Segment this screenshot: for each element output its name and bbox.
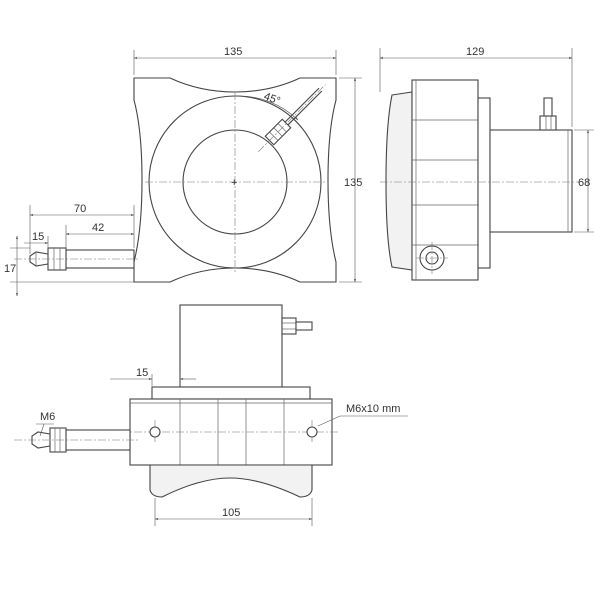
bottom-hole-left bbox=[149, 426, 161, 438]
dim-cable-nut-label: 15 bbox=[32, 231, 44, 243]
side-fitting bbox=[539, 97, 557, 131]
bottom-flange bbox=[151, 386, 311, 400]
dim-bottom-offset-label: 15 bbox=[136, 367, 148, 379]
front-view: + 45° 135 135 bbox=[4, 46, 362, 297]
dim-top-width-label: 135 bbox=[224, 46, 242, 58]
bottom-fitting bbox=[281, 317, 313, 335]
dim-side-height-label: 68 bbox=[578, 177, 590, 189]
front-housing-outline bbox=[133, 77, 337, 283]
side-mount-hole bbox=[416, 242, 448, 274]
front-center-mark: + bbox=[231, 177, 237, 189]
m6-label: M6 bbox=[40, 411, 55, 423]
mount-hole-label: M6x10 mm bbox=[346, 403, 400, 415]
bottom-end-cap bbox=[149, 464, 313, 498]
side-flange bbox=[477, 97, 491, 269]
cable-fitting bbox=[257, 84, 326, 153]
bottom-view: M6 M6x10 mm 15 105 bbox=[14, 304, 408, 526]
m6-leader bbox=[39, 423, 45, 437]
dim-cable-length-label: 70 bbox=[74, 203, 86, 215]
dim-cable-body-label: 42 bbox=[92, 222, 104, 234]
bottom-hole-right bbox=[306, 426, 318, 438]
side-housing bbox=[411, 79, 479, 281]
dim-cable-offset-label: 17 bbox=[4, 263, 16, 275]
bottom-drum bbox=[179, 304, 283, 388]
side-drum bbox=[489, 129, 573, 233]
angle-label: 45° bbox=[262, 91, 282, 108]
dim-bottom-width-label: 105 bbox=[222, 507, 240, 519]
side-end-cap bbox=[385, 91, 413, 271]
side-view: 129 68 bbox=[379, 46, 594, 281]
dim-side-width-label: 129 bbox=[466, 46, 484, 58]
mount-hole-leader bbox=[317, 415, 341, 427]
angle-arc bbox=[234, 95, 299, 121]
dim-top-height-label: 135 bbox=[344, 177, 362, 189]
